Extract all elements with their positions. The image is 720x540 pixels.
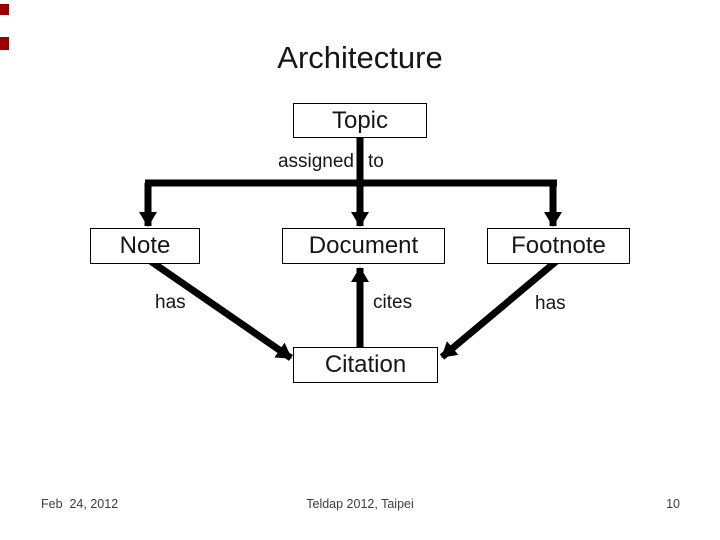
edge-label-note-has: has bbox=[155, 292, 186, 313]
note-citation-has-arrow bbox=[144, 255, 293, 361]
node-topic-label: Topic bbox=[331, 106, 389, 134]
edge-label-to: to bbox=[368, 151, 384, 172]
footer-page-number: 10 bbox=[666, 497, 680, 511]
red-edge-mark bbox=[0, 37, 9, 50]
slide-title: Architecture bbox=[277, 40, 443, 75]
edge-label-cites: cites bbox=[373, 292, 413, 313]
node-citation: Citation bbox=[293, 347, 438, 383]
footnote-citation-has-arrow bbox=[439, 256, 562, 360]
footer-venue: Teldap 2012, Taipei bbox=[306, 497, 414, 511]
edge-label-footnote-has: has bbox=[535, 293, 566, 314]
edge-label-assigned: assigned bbox=[277, 151, 354, 172]
node-note: Note bbox=[90, 228, 200, 264]
node-document: Document bbox=[282, 228, 445, 264]
node-topic: Topic bbox=[293, 103, 427, 138]
node-footnote-label: Footnote bbox=[511, 232, 606, 259]
node-footnote: Footnote bbox=[487, 228, 630, 264]
red-edge-mark bbox=[0, 4, 9, 15]
node-note-label: Note bbox=[119, 232, 171, 259]
node-citation-label: Citation bbox=[324, 351, 407, 378]
node-document-label: Document bbox=[308, 232, 419, 259]
footer-date: Feb 24, 2012 bbox=[41, 497, 119, 511]
